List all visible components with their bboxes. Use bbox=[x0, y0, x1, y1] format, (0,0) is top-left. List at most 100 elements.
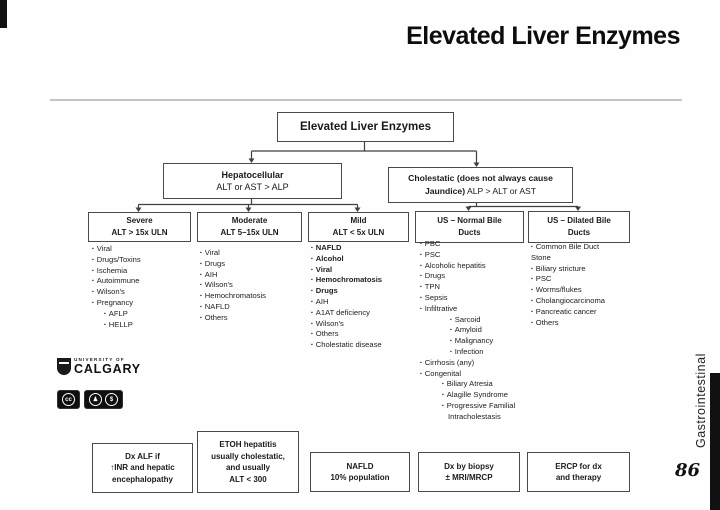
bullet-icon: ▪ bbox=[200, 293, 202, 300]
list-item-label: AIH bbox=[204, 269, 218, 279]
list-item-label: A1AT deficiency bbox=[315, 307, 370, 317]
bullet-icon: ▪ bbox=[311, 266, 313, 273]
bullet-icon: ▪ bbox=[200, 271, 202, 278]
list-item-label: Alcohol bbox=[315, 253, 344, 263]
list-item-label: Cirrhosis (any) bbox=[424, 357, 475, 367]
bullet-icon: ▪ bbox=[92, 289, 94, 296]
list-item: ▪Common Bile Duct bbox=[531, 242, 633, 253]
divider-line bbox=[50, 99, 682, 101]
bullet-icon: ▪ bbox=[450, 348, 452, 355]
footnote-box-biopsy: Dx by biopsy± MRI/MRCP bbox=[418, 452, 520, 492]
list-item: ▪Viral bbox=[200, 248, 304, 259]
list-item-label: Wilson's bbox=[96, 287, 125, 297]
footnote-line: encephalopathy bbox=[112, 474, 173, 484]
bullet-icon: ▪ bbox=[420, 305, 422, 312]
list-item-label: PSC bbox=[535, 274, 552, 284]
bullet-icon: ▪ bbox=[311, 245, 313, 251]
list-item: ▪PSC bbox=[420, 250, 532, 261]
list-item-label: Drugs/Toxins bbox=[96, 254, 141, 264]
list-item: ▪Pregnancy bbox=[92, 298, 196, 309]
bullet-icon: ▪ bbox=[104, 310, 106, 317]
list-item-label: TPN bbox=[424, 282, 440, 292]
list-item-label: Viral bbox=[96, 244, 112, 253]
bullet-icon: ▪ bbox=[420, 284, 422, 291]
list-item-label: Worms/flukes bbox=[535, 285, 582, 295]
list-item-label: Viral bbox=[204, 248, 220, 257]
list-item: ▪Viral bbox=[311, 265, 411, 276]
ucalgary-logo-text: UNIVERSITY OF CALGARY bbox=[74, 357, 141, 375]
by-nc-badge: ♟ $ bbox=[84, 390, 123, 409]
us-dilated-title2: Ducts bbox=[567, 228, 591, 237]
bullet-icon: ▪ bbox=[420, 294, 422, 301]
list-item: ▪AFLP bbox=[92, 309, 196, 320]
section-side-label: Gastrointestinal bbox=[694, 353, 708, 449]
list-item-label: Biliary Atresia bbox=[446, 379, 493, 389]
footnote-line: ↑INR and hepatic bbox=[110, 463, 175, 473]
bullet-icon: ▪ bbox=[450, 338, 452, 345]
list-item: ▪Amyloid bbox=[420, 325, 532, 336]
list-item: ▪Worms/flukes bbox=[531, 285, 633, 296]
list-item-label: Autoimmune bbox=[96, 276, 140, 286]
list-item: ▪Progressive Familial bbox=[420, 401, 532, 412]
list-item-label: AIH bbox=[315, 296, 329, 306]
bullet-icon: ▪ bbox=[200, 303, 202, 310]
list-item: ▪Drugs bbox=[311, 286, 411, 297]
moderate-list: ▪Viral▪Drugs▪AIH▪Wilson's▪Hemochromatosi… bbox=[200, 248, 304, 324]
bullet-icon: ▪ bbox=[450, 327, 452, 334]
list-item: ▪AIH bbox=[311, 297, 411, 308]
bullet-icon: ▪ bbox=[311, 342, 313, 349]
bullet-icon: ▪ bbox=[420, 370, 422, 377]
bullet-icon: ▪ bbox=[531, 265, 533, 272]
list-item-label: Amyloid bbox=[454, 325, 482, 335]
list-item-label: Hemochromatosis bbox=[315, 275, 383, 285]
bullet-icon: ▪ bbox=[420, 359, 422, 366]
list-item: ▪Pancreatic cancer bbox=[531, 307, 633, 318]
list-item-label: Wilson's bbox=[315, 318, 344, 328]
us-dilated-title: US – Dilated Bile bbox=[547, 216, 611, 225]
moderate-title: Moderate bbox=[231, 216, 268, 225]
list-item-label: Drugs bbox=[204, 258, 226, 268]
list-item: ▪Wilson's bbox=[311, 319, 411, 330]
list-item: ▪Alagille Syndrome bbox=[420, 390, 532, 401]
page-title: Elevated Liver Enzymes bbox=[406, 22, 680, 50]
list-item: ▪Infection bbox=[420, 347, 532, 358]
bullet-icon: ▪ bbox=[311, 288, 313, 295]
list-item-label: Alcoholic hepatitis bbox=[424, 260, 486, 270]
bullet-icon: ▪ bbox=[531, 244, 533, 250]
list-item-label: Viral bbox=[315, 264, 333, 274]
bullet-icon: ▪ bbox=[104, 321, 106, 328]
right-edge-bar bbox=[710, 373, 720, 510]
cholestatic-box: Cholestatic (does not always cause Jaund… bbox=[388, 167, 573, 203]
list-item: ▪Viral bbox=[92, 244, 196, 255]
footnote-line: Dx ALF if bbox=[125, 451, 160, 461]
bullet-icon: ▪ bbox=[311, 298, 313, 305]
list-item-label: Progressive Familial bbox=[446, 400, 516, 410]
list-item-label: Others bbox=[535, 317, 559, 327]
list-item-label: NAFLD bbox=[204, 301, 230, 311]
list-item: ▪Congenital bbox=[420, 369, 532, 380]
bullet-icon: ▪ bbox=[92, 299, 94, 306]
list-item-label: Sarcoid bbox=[454, 314, 481, 324]
ucalgary-crest-icon bbox=[57, 358, 71, 376]
bullet-icon: ▪ bbox=[200, 282, 202, 289]
mild-box: Mild ALT < 5x ULN bbox=[308, 212, 409, 242]
us-normal-title2: Ducts bbox=[458, 228, 481, 237]
list-item: ▪NAFLD bbox=[311, 243, 411, 254]
footnote-line: ALT < 300 bbox=[229, 474, 267, 484]
bullet-icon: ▪ bbox=[420, 241, 422, 247]
list-item-label: Sepsis bbox=[424, 292, 448, 302]
moderate-box: Moderate ALT 5–15x ULN bbox=[197, 212, 302, 242]
mild-list: ▪NAFLD▪Alcohol▪Viral▪Hemochromatosis▪Dru… bbox=[311, 243, 411, 351]
list-item: ▪Infiltrative bbox=[420, 304, 532, 315]
list-item: ▪Others bbox=[200, 313, 304, 324]
moderate-criteria: ALT 5–15x ULN bbox=[220, 228, 279, 237]
bullet-icon: ▪ bbox=[531, 297, 533, 304]
bullet-icon: ▪ bbox=[531, 287, 533, 294]
footnote-line: ETOH hepatitis bbox=[219, 440, 277, 449]
list-item: ▪ Alcoholic hepatitis bbox=[420, 261, 532, 272]
corner-mark bbox=[0, 0, 7, 28]
